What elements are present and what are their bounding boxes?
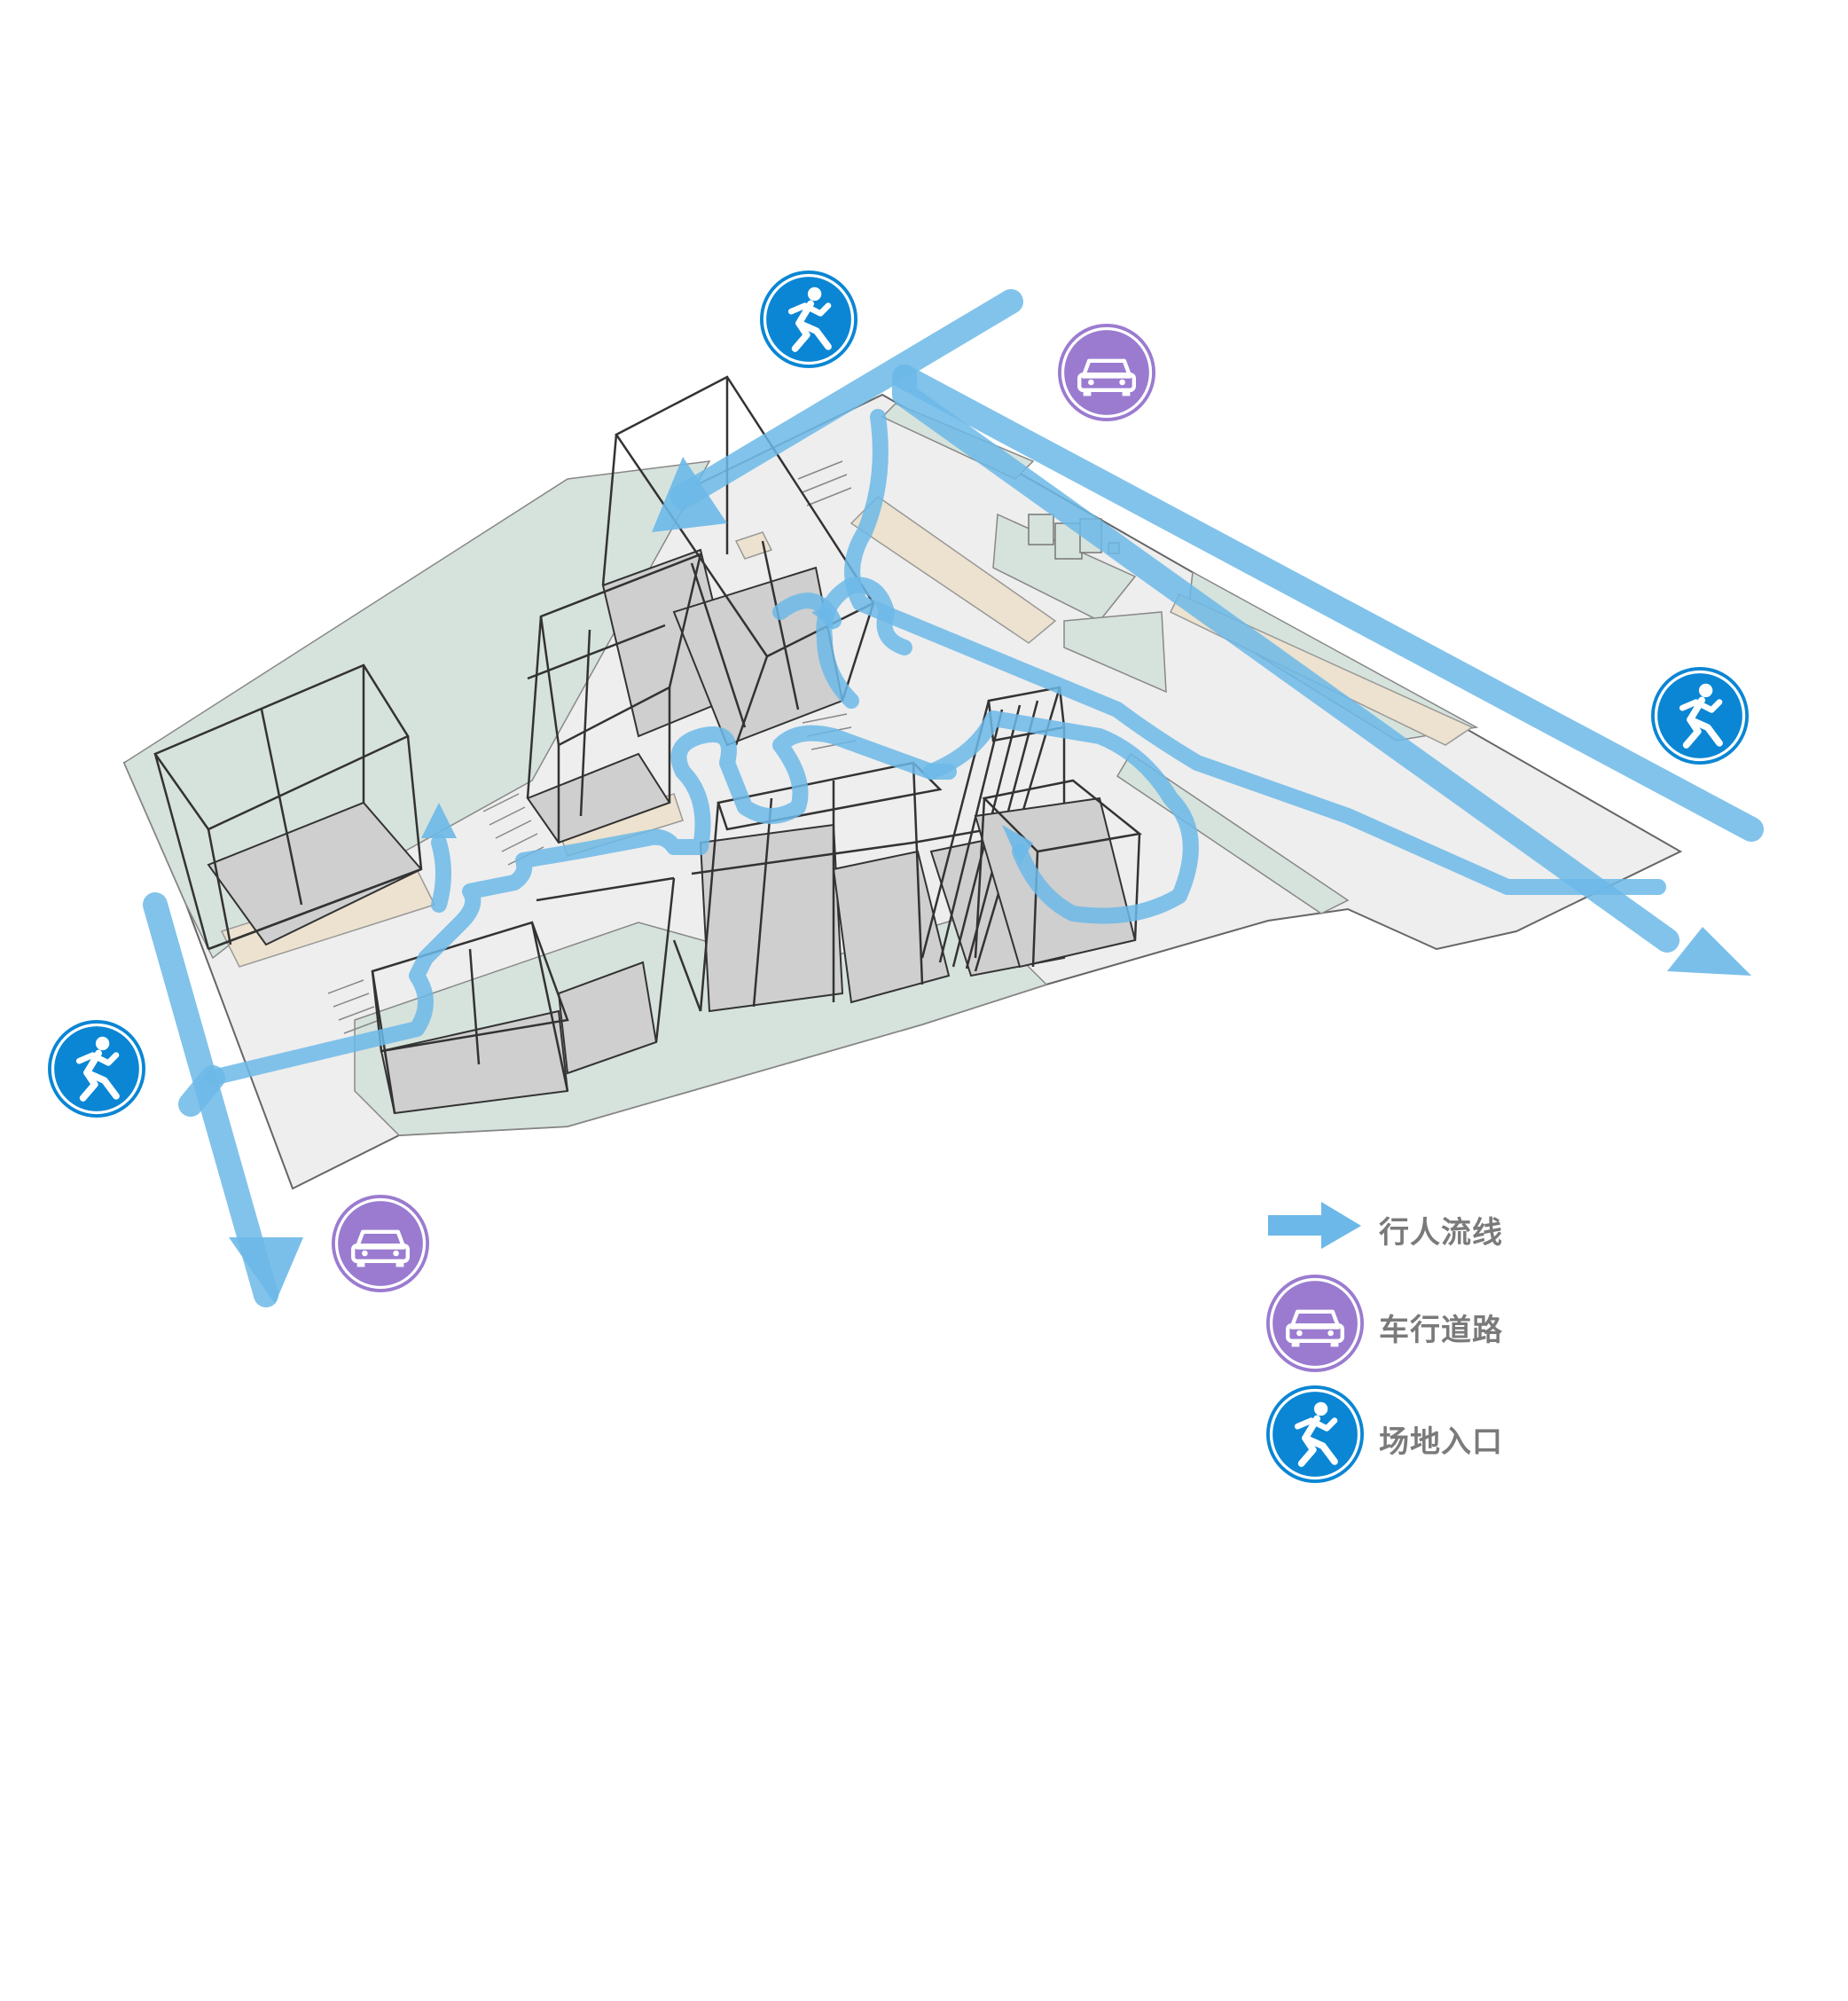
flow-west-cross (178, 1065, 225, 1117)
arrowhead-east (1667, 927, 1751, 976)
building-center (672, 761, 951, 1013)
legend-item-pedestrian-flow (1268, 1202, 1361, 1249)
legend-label-site-entrance: 场地入口 (1379, 1424, 1503, 1460)
car-icon-southwest (332, 1195, 429, 1292)
flow-east-road (892, 365, 1680, 953)
flow-center-down (923, 710, 1199, 924)
flow-west-up (431, 835, 451, 913)
green-strip-ne-3 (1063, 611, 1167, 694)
legend (1266, 1202, 1364, 1483)
building-west (153, 663, 423, 951)
flow-west-road (143, 892, 278, 1307)
entrance-icon-west (48, 1020, 145, 1118)
sand-zone-1 (850, 496, 1057, 644)
pedestrian-flow-lines (143, 289, 1764, 1307)
legend-item-site-entrance (1266, 1385, 1364, 1483)
legend-item-vehicle-road (1266, 1275, 1364, 1372)
flow-arrowheads (229, 457, 1751, 1304)
entrance-icon-east (1651, 667, 1749, 765)
arrowhead-center-loop (811, 608, 834, 630)
arrowhead-southwest (229, 1237, 303, 1304)
arrowhead-northwest (652, 457, 727, 532)
building-middle (526, 552, 702, 844)
car-icon-north (1058, 324, 1155, 421)
entrance-icon-north (760, 271, 857, 368)
car-icon (1266, 1275, 1364, 1372)
arrowhead-west-up (421, 803, 457, 838)
flow-north-diagonal (670, 289, 1023, 509)
flow-north-loop (816, 577, 912, 709)
flow-arrow-icon (1268, 1202, 1361, 1249)
flow-main-meander (205, 725, 957, 1086)
flow-top-crossbar (892, 365, 1764, 842)
building-south-west (371, 876, 676, 1115)
building-north-tower (601, 375, 875, 747)
pedestrian-icon (1266, 1385, 1364, 1483)
arrowhead-east-loop (1002, 825, 1033, 865)
sand-zone-5 (734, 531, 773, 560)
legend-label-pedestrian-flow: 行人流线 (1379, 1215, 1503, 1251)
legend-label-vehicle-road: 车行道路 (1379, 1313, 1503, 1348)
buildings (153, 375, 1142, 1115)
